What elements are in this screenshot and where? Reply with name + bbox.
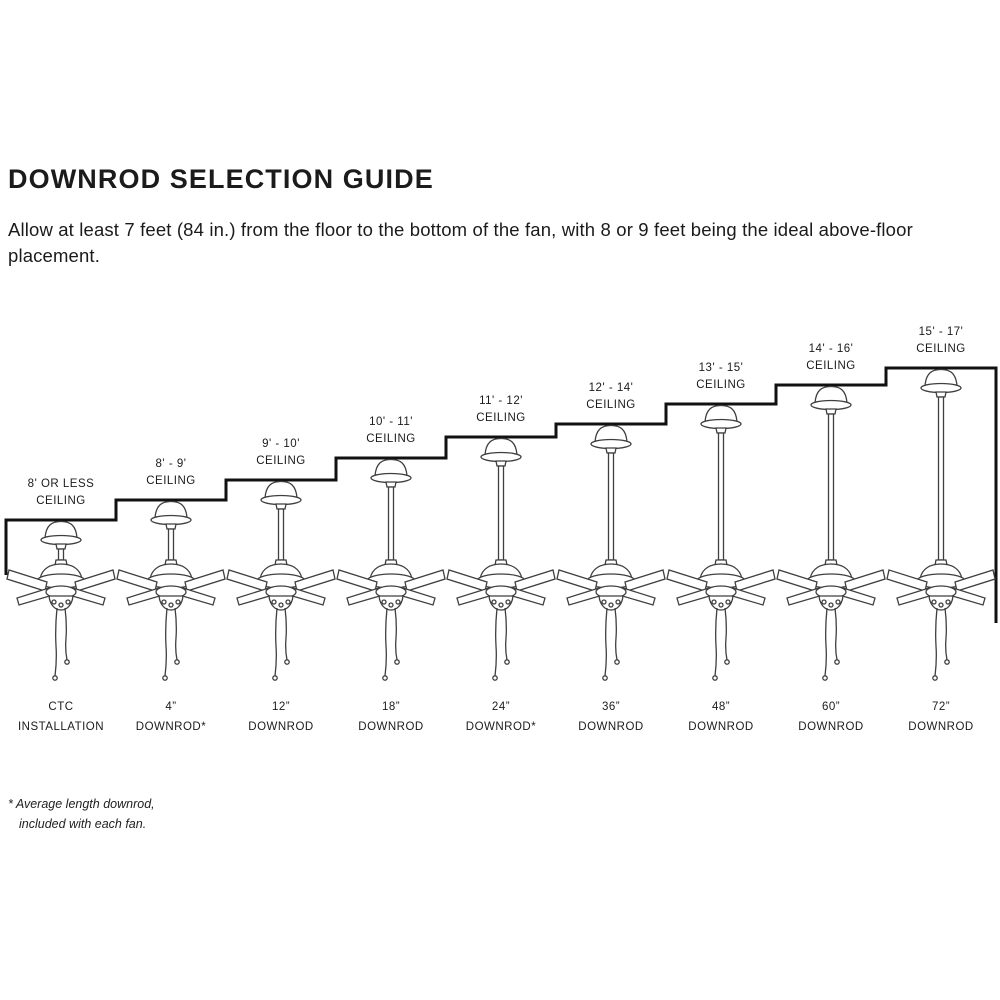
ceiling-height-label-9: 15' - 17'CEILING <box>916 326 966 356</box>
ceiling-height-label-7: 13' - 15'CEILING <box>696 362 746 392</box>
downrod-size-label-3: 12”DOWNROD <box>248 701 314 733</box>
downrod-size-label-2: 4”DOWNROD* <box>135 701 207 733</box>
ceiling-height-label-6: 12' - 14'CEILING <box>586 382 636 412</box>
page-title: DOWNROD SELECTION GUIDE <box>8 164 434 194</box>
downrod-size-label-5: 24”DOWNROD* <box>465 701 537 733</box>
downrod-size-label-8: 60”DOWNROD <box>798 701 864 733</box>
downrod-size-label-7: 48”DOWNROD <box>688 701 754 733</box>
ceiling-fan-3 <box>226 480 336 681</box>
ceiling-height-label-2: 8' - 9'CEILING <box>146 458 196 488</box>
footnote-line1: * Average length downrod, <box>8 797 155 811</box>
ceiling-fan-8 <box>776 385 886 681</box>
ceiling-fan-7 <box>666 404 776 681</box>
ceiling-height-label-8: 14' - 16'CEILING <box>806 343 856 373</box>
ceiling-fan-9 <box>886 368 996 681</box>
ceiling-step-line <box>4 366 998 623</box>
ceiling-fan-4 <box>336 458 446 681</box>
footnote: * Average length downrod, included with e… <box>8 794 155 834</box>
downrod-size-label-9: 72”DOWNROD <box>908 701 974 733</box>
ceiling-fan-5 <box>446 437 556 681</box>
footnote-line2: included with each fan. <box>19 817 147 831</box>
intro-text: Allow at least 7 feet (84 in.) from the … <box>8 219 913 267</box>
ceiling-height-label-4: 10' - 11'CEILING <box>366 416 416 446</box>
ceiling-fan-2 <box>116 500 226 681</box>
ceiling-height-label-3: 9' - 10'CEILING <box>256 438 306 468</box>
downrod-size-label-4: 18”DOWNROD <box>358 701 424 733</box>
ceiling-height-label-5: 11' - 12'CEILING <box>476 395 526 425</box>
downrod-size-label-6: 36”DOWNROD <box>578 701 644 733</box>
ceiling-fan-6 <box>556 424 666 681</box>
ceiling-fan-1 <box>6 520 116 681</box>
